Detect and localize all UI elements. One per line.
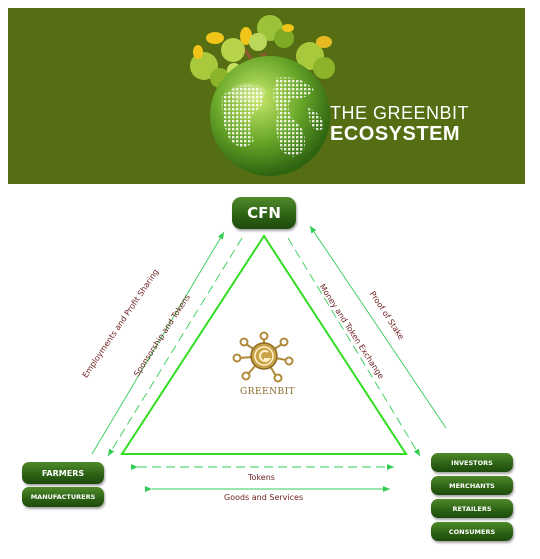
arrow-money-exchange [287, 237, 421, 457]
node-retailers: RETAILERS [431, 499, 513, 518]
label-goods-services: Goods and Services [224, 493, 304, 502]
banner-title-line1: THE GREENBIT [330, 103, 470, 123]
banner-title-line2: ECOSYSTEM [330, 123, 461, 145]
node-merchants: MERCHANTS [431, 476, 513, 495]
banner-title: THE GREENBIT ECOSYSTEM [330, 104, 469, 144]
arrow-proof-of-stake [309, 225, 447, 429]
label-tokens: Tokens [248, 473, 275, 482]
node-farmers: FARMERS [22, 462, 104, 484]
globe-tree-icon [190, 15, 335, 176]
greenbit-logo-label: GREENBIT [240, 387, 296, 397]
arrow-employments [91, 231, 225, 455]
ecosystem-triangle [120, 234, 408, 455]
node-investors: INVESTORS [431, 453, 513, 472]
ecosystem-banner: THE GREENBIT ECOSYSTEM [8, 8, 525, 184]
node-consumers: CONSUMERS [431, 522, 513, 541]
node-manufacturers: MANUFACTURERS [22, 487, 104, 507]
node-cfn: CFN [232, 197, 296, 229]
arrow-sponsorship [107, 237, 243, 457]
greenbit-coin-icon [232, 331, 294, 383]
